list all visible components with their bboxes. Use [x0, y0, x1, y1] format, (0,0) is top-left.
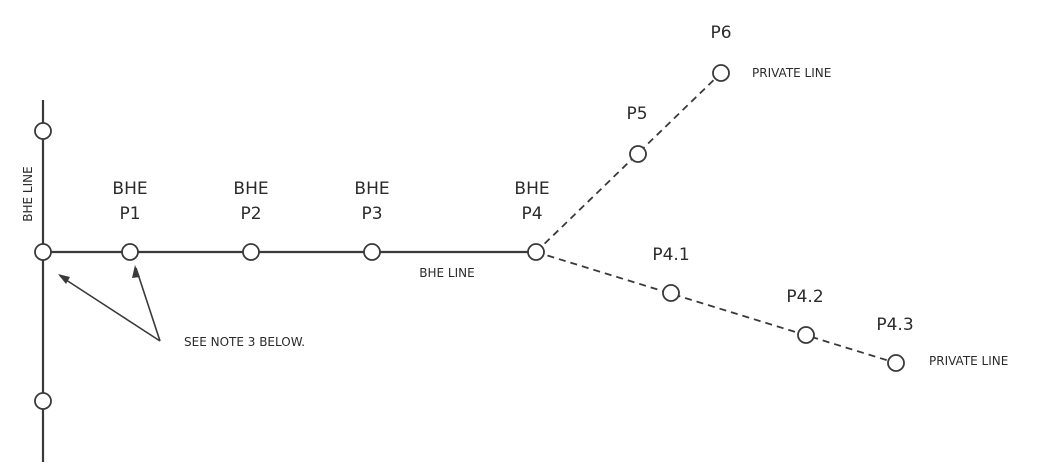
pole-p4-1 [662, 284, 680, 302]
leader-arrowhead-p1 [132, 265, 140, 278]
label-p4-1: P4.1 [652, 245, 689, 265]
label-p4-3: P4.3 [876, 315, 913, 335]
label-p3: P3 [361, 204, 382, 224]
label-private-line-upper: PRIVATE LINE [752, 66, 831, 80]
pole-p4-3 [887, 354, 905, 372]
label-p6: P6 [710, 23, 731, 43]
pole-junction [34, 243, 52, 261]
pole-top-vertical [34, 122, 52, 140]
pole-bhe-p2 [242, 243, 260, 261]
label-bhe-line-horizontal: BHE LINE [419, 266, 474, 280]
pole-p4-2 [797, 326, 815, 344]
label-p4: P4 [521, 204, 542, 224]
label-p5: P5 [626, 104, 647, 124]
label-bhe-p4-top: BHE [514, 179, 549, 199]
pole-bhe-p4 [527, 243, 545, 261]
leader-line-to-junction [59, 275, 161, 342]
pole-p5 [629, 145, 647, 163]
label-bhe-p1-top: BHE [112, 179, 147, 199]
pole-bhe-p3 [363, 243, 381, 261]
label-bhe-line-vertical: BHE LINE [21, 166, 35, 221]
label-p4-2: P4.2 [786, 287, 823, 307]
leader-arrowhead-junction [58, 274, 70, 284]
label-see-note: SEE NOTE 3 BELOW. [184, 335, 305, 349]
pole-bottom-vertical [34, 392, 52, 410]
label-p2: P2 [240, 204, 261, 224]
private-line-lower-branch [535, 251, 897, 364]
label-private-line-lower: PRIVATE LINE [929, 354, 1008, 368]
leader-line-to-p1 [135, 267, 161, 342]
label-bhe-p2-top: BHE [233, 179, 268, 199]
label-p1: P1 [119, 204, 140, 224]
label-bhe-p3-top: BHE [354, 179, 389, 199]
pole-bhe-p1 [121, 243, 139, 261]
pole-p6 [712, 64, 730, 82]
private-line-upper-branch [535, 72, 722, 253]
